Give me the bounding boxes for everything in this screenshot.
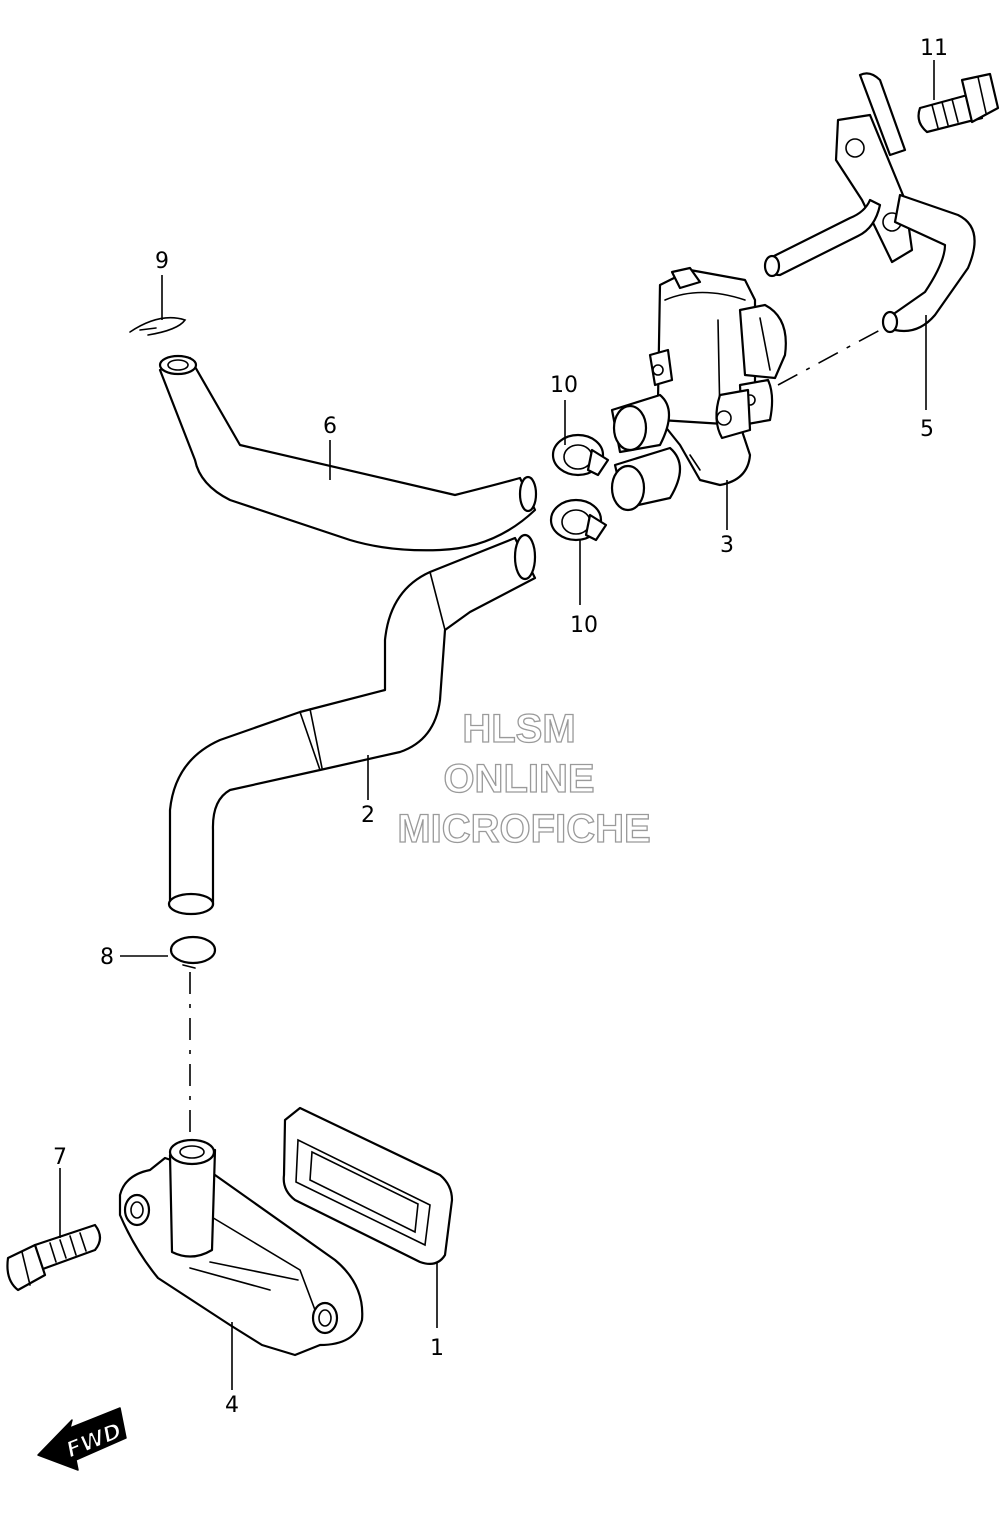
callout-8: 8: [100, 945, 114, 970]
fwd-direction-arrow: FWD: [37, 1407, 127, 1471]
centerline-valve-to-pipe: [777, 329, 881, 386]
part-9-clip: [129, 316, 187, 336]
watermark-line-1: HLSM: [462, 707, 575, 751]
callout-7: 7: [53, 1145, 67, 1170]
callout-2: 2: [361, 803, 375, 828]
part-10-clamp-lower: [549, 498, 608, 542]
part-8-clip: [169, 935, 217, 969]
callout-5: 5: [920, 417, 934, 442]
leader-lines: [59, 60, 935, 1390]
part-6-hose: [158, 354, 538, 552]
part-3-air-valve: [610, 266, 787, 512]
callout-10-upper: 10: [550, 373, 578, 398]
watermark-line-2: ONLINE: [443, 757, 594, 801]
callout-4: 4: [225, 1393, 239, 1418]
part-11-bolt: [917, 72, 1000, 134]
callout-9: 9: [155, 249, 169, 274]
watermark-line-3: MICROFICHE: [397, 807, 650, 851]
part-5-pipe-bracket: [763, 72, 976, 334]
part-2-hose: [167, 533, 537, 916]
part-10-clamp-upper: [551, 433, 610, 477]
callout-6: 6: [323, 414, 337, 439]
callout-1: 1: [430, 1336, 444, 1361]
callout-3: 3: [720, 533, 734, 558]
part-7-bolt: [6, 1223, 102, 1292]
callout-11: 11: [920, 36, 948, 61]
callout-10-lower: 10: [570, 613, 598, 638]
part-4-bracket: [118, 1138, 364, 1357]
